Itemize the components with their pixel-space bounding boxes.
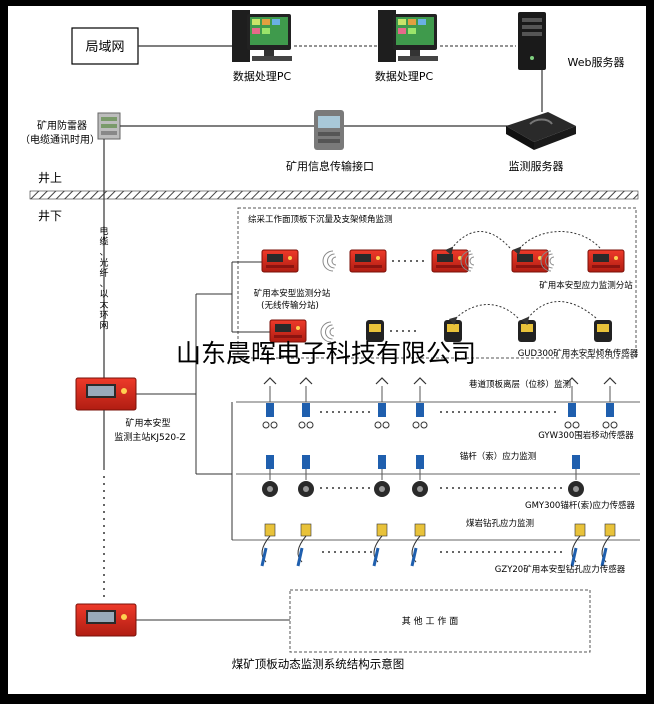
anchor-sensor-icon bbox=[374, 455, 390, 497]
desktop-pc-icon bbox=[232, 10, 292, 62]
monitor-server-label: 监测服务器 bbox=[509, 160, 564, 173]
fully-mechanised-region bbox=[237, 207, 637, 359]
borehole-sensor-icon bbox=[410, 523, 426, 567]
tilt-sensor-icon bbox=[444, 320, 462, 342]
cable-vertical-label: 电缆、光纤、以太环网 bbox=[99, 225, 108, 332]
gud-sensor-label: GUD300矿用本安型倾角传感器 bbox=[518, 348, 639, 359]
company-watermark: 山东晨晖电子科技有限公司 bbox=[176, 339, 476, 368]
tilt-sensor-icon bbox=[366, 320, 384, 342]
stress-station-label: 矿用本安型应力监测分站 bbox=[539, 280, 633, 291]
lightning-label-1: 矿用防雷器 bbox=[37, 119, 87, 132]
transfer-interface-label: 矿用信息传输接口 bbox=[286, 159, 374, 173]
wireless-signal-icon bbox=[320, 321, 335, 343]
borehole-sensor-icon bbox=[570, 523, 586, 567]
lightning-protector-icon bbox=[97, 112, 121, 140]
wireless-signal-icon bbox=[322, 250, 337, 272]
lan-label: 局域网 bbox=[85, 40, 124, 55]
wireless-station-icon bbox=[511, 249, 549, 273]
substation-label-2: (无线传输分站) bbox=[261, 300, 319, 311]
tilt-sensor-icon bbox=[594, 320, 612, 342]
gzy-sensor-label: GZY20矿用本安型钻孔应力传感器 bbox=[495, 564, 626, 575]
main-station-label-2: 监测主站KJ520-Z bbox=[114, 431, 185, 443]
borehole-sensor-icon bbox=[600, 523, 616, 567]
diagram-caption: 煤矿顶板动态监测系统结构示意图 bbox=[232, 657, 405, 671]
above-ground-label: 井上 bbox=[38, 171, 62, 185]
substation-label-1: 矿用本安型监测分站 bbox=[254, 288, 331, 299]
tilt-sensor-icon bbox=[518, 320, 536, 342]
coal-title: 煤岩钻孔应力监测 bbox=[466, 518, 534, 529]
wireless-station-icon bbox=[261, 249, 299, 273]
web-server-label: Web服务器 bbox=[568, 56, 625, 69]
anchor-sensor-icon bbox=[262, 455, 278, 497]
other-workface-label: 其 他 工 作 面 bbox=[402, 615, 458, 627]
pc2-label: 数据处理PC bbox=[375, 69, 434, 83]
interface-box-icon bbox=[314, 110, 344, 150]
lan-box bbox=[71, 27, 139, 65]
anchor-sensor-icon bbox=[568, 455, 584, 497]
wireless-station-icon bbox=[587, 249, 625, 273]
anchor-sensor-icon bbox=[412, 455, 428, 497]
other-workface-box bbox=[289, 589, 591, 653]
anchor-title: 锚杆（索）应力监测 bbox=[460, 451, 537, 462]
main-station-label-1: 矿用本安型 bbox=[125, 417, 170, 429]
tower-server-icon bbox=[518, 12, 546, 70]
main-station-icon bbox=[75, 377, 137, 411]
displacement-sensor-icon bbox=[564, 377, 580, 429]
displacement-sensor-icon bbox=[262, 377, 278, 429]
pc1-label: 数据处理PC bbox=[233, 69, 292, 83]
desktop-pc-icon bbox=[378, 10, 438, 62]
displacement-sensor-icon bbox=[374, 377, 390, 429]
wireless-signal-icon bbox=[540, 250, 555, 272]
router-icon bbox=[506, 112, 576, 150]
anchor-sensor-icon bbox=[298, 455, 314, 497]
gyw-sensor-label: GYW300围岩移动传感器 bbox=[538, 430, 634, 441]
wireless-station-icon bbox=[269, 319, 307, 343]
wireless-signal-icon bbox=[460, 250, 475, 272]
below-ground-label: 井下 bbox=[38, 209, 62, 223]
ground-divider bbox=[29, 190, 639, 200]
displacement-sensor-icon bbox=[298, 377, 314, 429]
displacement-sensor-icon bbox=[602, 377, 618, 429]
roadway-title: 巷道顶板离层（位移）监测 bbox=[469, 379, 571, 390]
borehole-sensor-icon bbox=[296, 523, 312, 567]
lightning-label-2: （电缆通讯时用） bbox=[20, 133, 100, 146]
borehole-sensor-icon bbox=[260, 523, 276, 567]
main-station-icon bbox=[75, 603, 137, 637]
gmy-sensor-label: GMY300锚杆(索)应力传感器 bbox=[525, 500, 635, 511]
displacement-sensor-icon bbox=[412, 377, 428, 429]
wireless-station-icon bbox=[349, 249, 387, 273]
fully-mech-title: 综采工作面顶板下沉量及支架倾角监测 bbox=[248, 214, 393, 225]
wireless-station-icon bbox=[431, 249, 469, 273]
borehole-sensor-icon bbox=[372, 523, 388, 567]
